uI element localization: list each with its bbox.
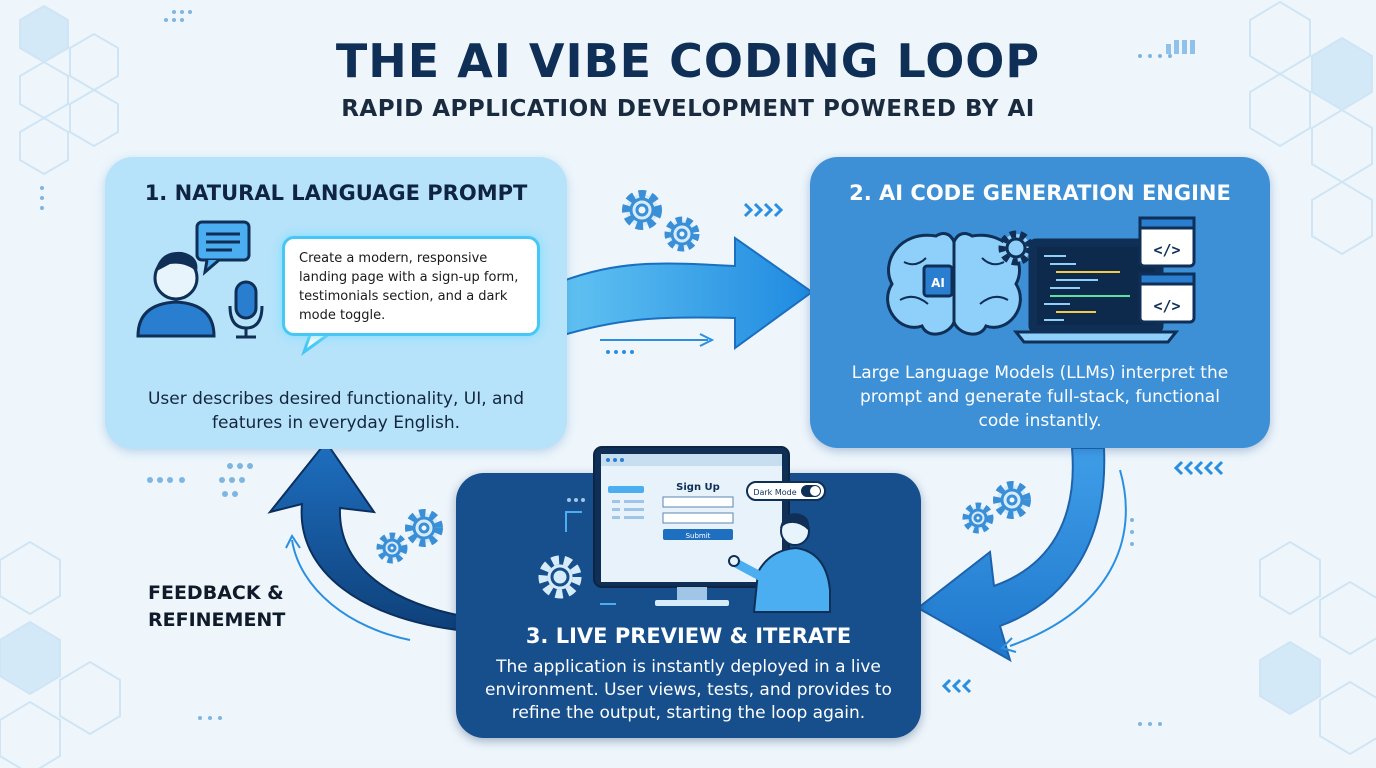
gear-icon — [962, 502, 994, 534]
gear-icon — [622, 190, 662, 230]
gear-icon — [993, 481, 1031, 519]
page-title: THE AI VIBE CODING LOOP — [335, 34, 1041, 88]
prompt-text: Create a modern, responsive landing page… — [299, 251, 519, 323]
step-1-heading: 1. NATURAL LANGUAGE PROMPT — [144, 181, 528, 205]
gear-icon — [376, 532, 408, 564]
arrow-preview-to-prompt — [267, 440, 477, 638]
step-live-preview: 3. LIVE PREVIEW & ITERATE The applicatio… — [456, 473, 921, 738]
gear-icon — [405, 509, 443, 547]
step-2-description: Large Language Models (LLMs) interpret t… — [851, 363, 1229, 431]
step-ai-code-generation: 2. AI CODE GENERATION ENGINE Large Langu… — [810, 157, 1270, 448]
step-3-description: The application is instantly deployed in… — [485, 657, 892, 723]
page-subtitle: RAPID APPLICATION DEVELOPMENT POWERED BY… — [341, 96, 1035, 122]
step-3-heading: 3. LIVE PREVIEW & ITERATE — [525, 624, 852, 648]
arrow-engine-to-preview — [916, 447, 1106, 663]
feedback-label: FEEDBACK & REFINEMENT — [148, 582, 286, 631]
prompt-bubble: Create a modern, responsive landing page… — [282, 236, 540, 336]
step-2-heading: 2. AI CODE GENERATION ENGINE — [849, 181, 1231, 205]
arrow-prompt-to-engine — [559, 236, 814, 350]
gear-icon — [664, 216, 700, 252]
step-1-description: User describes desired functionality, UI… — [147, 389, 525, 433]
